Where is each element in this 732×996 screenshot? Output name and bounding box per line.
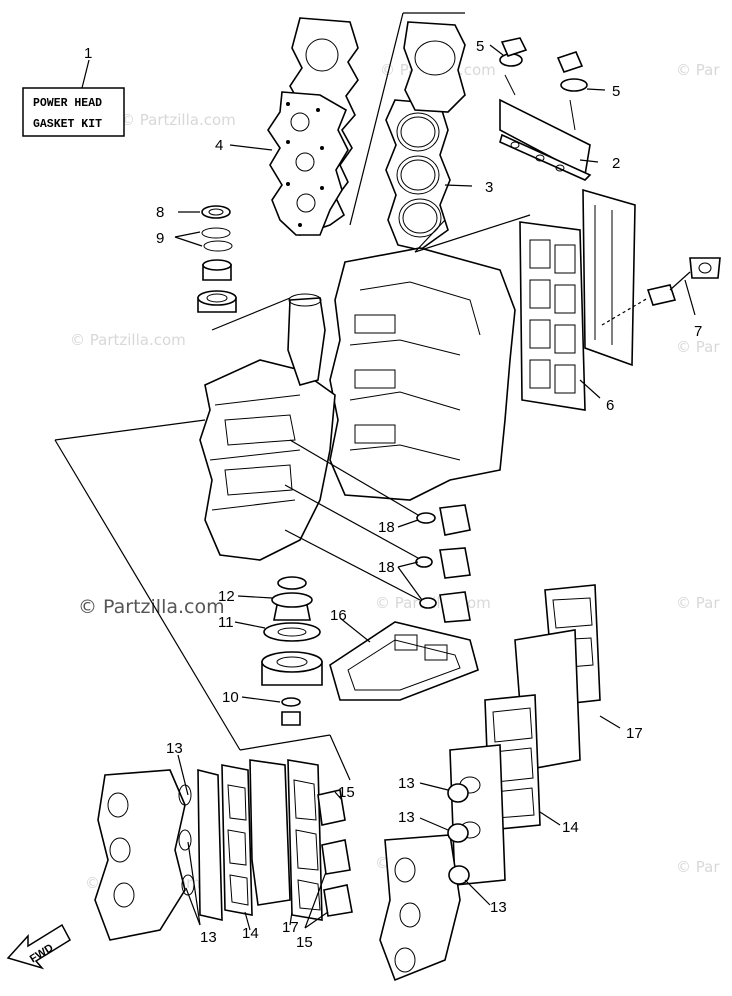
callout-15a: 15 xyxy=(338,784,355,801)
kit-label-line1: POWER HEAD xyxy=(33,97,102,110)
callout-13b: 13 xyxy=(200,929,217,946)
callout-10: 10 xyxy=(222,689,239,706)
cylinder-block xyxy=(329,247,516,501)
seal-stack-lower xyxy=(261,576,323,726)
thermostat xyxy=(601,257,721,326)
callout-11: 11 xyxy=(218,614,234,631)
watermark-edge-2: © Par xyxy=(676,338,720,356)
upper-gasket-outline xyxy=(349,12,466,226)
assembly-leader-lines xyxy=(54,214,531,781)
watermark-3: © Partzilla.com xyxy=(70,331,186,349)
intake-assembly-right xyxy=(379,584,601,982)
callout-13d: 13 xyxy=(398,809,415,826)
exhaust-manifold-gasket xyxy=(329,621,479,701)
callout-5b: 5 xyxy=(612,83,620,100)
seal-stack-upper xyxy=(197,205,291,331)
callout-4: 4 xyxy=(215,137,223,154)
callout-17a: 17 xyxy=(282,919,299,936)
watermark-main-text: © Partzilla.com xyxy=(78,596,225,618)
kit-label: POWER HEAD GASKET KIT xyxy=(22,59,125,137)
fwd-arrow: FWD xyxy=(6,923,71,970)
kit-label-line2: GASKET KIT xyxy=(33,118,102,131)
kit-label-box xyxy=(22,87,125,137)
callout-lines xyxy=(174,44,696,931)
exhaust-cover xyxy=(499,37,592,181)
watermark-edge-1: © Par xyxy=(676,61,720,79)
callout-9: 9 xyxy=(156,230,164,247)
callout-5a: 5 xyxy=(476,38,484,55)
callout-7: 7 xyxy=(694,323,702,340)
callout-14a: 14 xyxy=(242,925,259,942)
callout-18a: 18 xyxy=(378,519,395,536)
head-gasket xyxy=(385,99,451,251)
watermark-edge-3: © Par xyxy=(676,594,720,612)
callout-3: 3 xyxy=(485,179,493,196)
watermark-1: © Partzilla.com xyxy=(120,111,236,129)
callout-12: 12 xyxy=(218,588,235,605)
callout-13a: 13 xyxy=(166,740,183,757)
callout-2: 2 xyxy=(612,155,620,172)
callout-15b: 15 xyxy=(296,934,313,951)
watermark-main-line1: © Partzilla.com xyxy=(78,596,225,618)
intake-assembly-left xyxy=(94,759,353,941)
watermark-edge-4: © Par xyxy=(676,858,720,876)
cylinder-head-cover xyxy=(267,17,359,236)
callout-14b: 14 xyxy=(562,819,579,836)
callout-13c: 13 xyxy=(398,775,415,792)
callout-18b: 18 xyxy=(378,559,395,576)
callout-13e: 13 xyxy=(490,899,507,916)
callout-6: 6 xyxy=(606,397,614,414)
callout-numbers: 1 2 3 4 5 5 6 7 8 9 10 11 12 13 13 13 13… xyxy=(84,38,702,951)
crankcase-assembly xyxy=(199,293,336,561)
callout-16: 16 xyxy=(330,607,347,624)
exhaust-gasket xyxy=(519,188,636,411)
callout-17b: 17 xyxy=(626,725,643,742)
callout-8: 8 xyxy=(156,204,164,221)
callout-1: 1 xyxy=(84,45,92,62)
anodes xyxy=(284,439,471,623)
